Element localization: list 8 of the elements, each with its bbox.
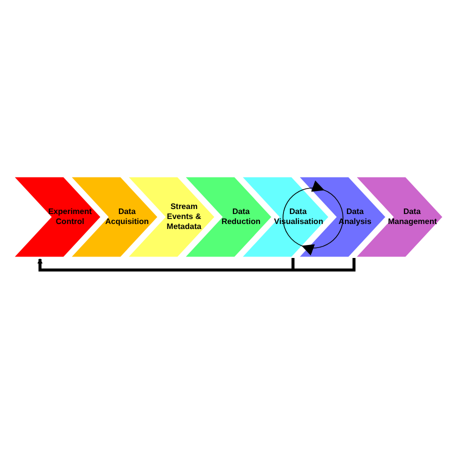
cycle-arrow bbox=[282, 181, 324, 218]
feedback-arrow bbox=[38, 258, 356, 272]
cycle-arrow bbox=[302, 218, 344, 255]
stage-label: Data Acquisition bbox=[104, 207, 150, 227]
stage-label: Data Reduction bbox=[220, 207, 262, 227]
stage-label: Stream Events & Metadata bbox=[166, 202, 202, 232]
stage-label: Data Management bbox=[388, 207, 436, 227]
stage-label: Experiment Control bbox=[47, 207, 93, 227]
